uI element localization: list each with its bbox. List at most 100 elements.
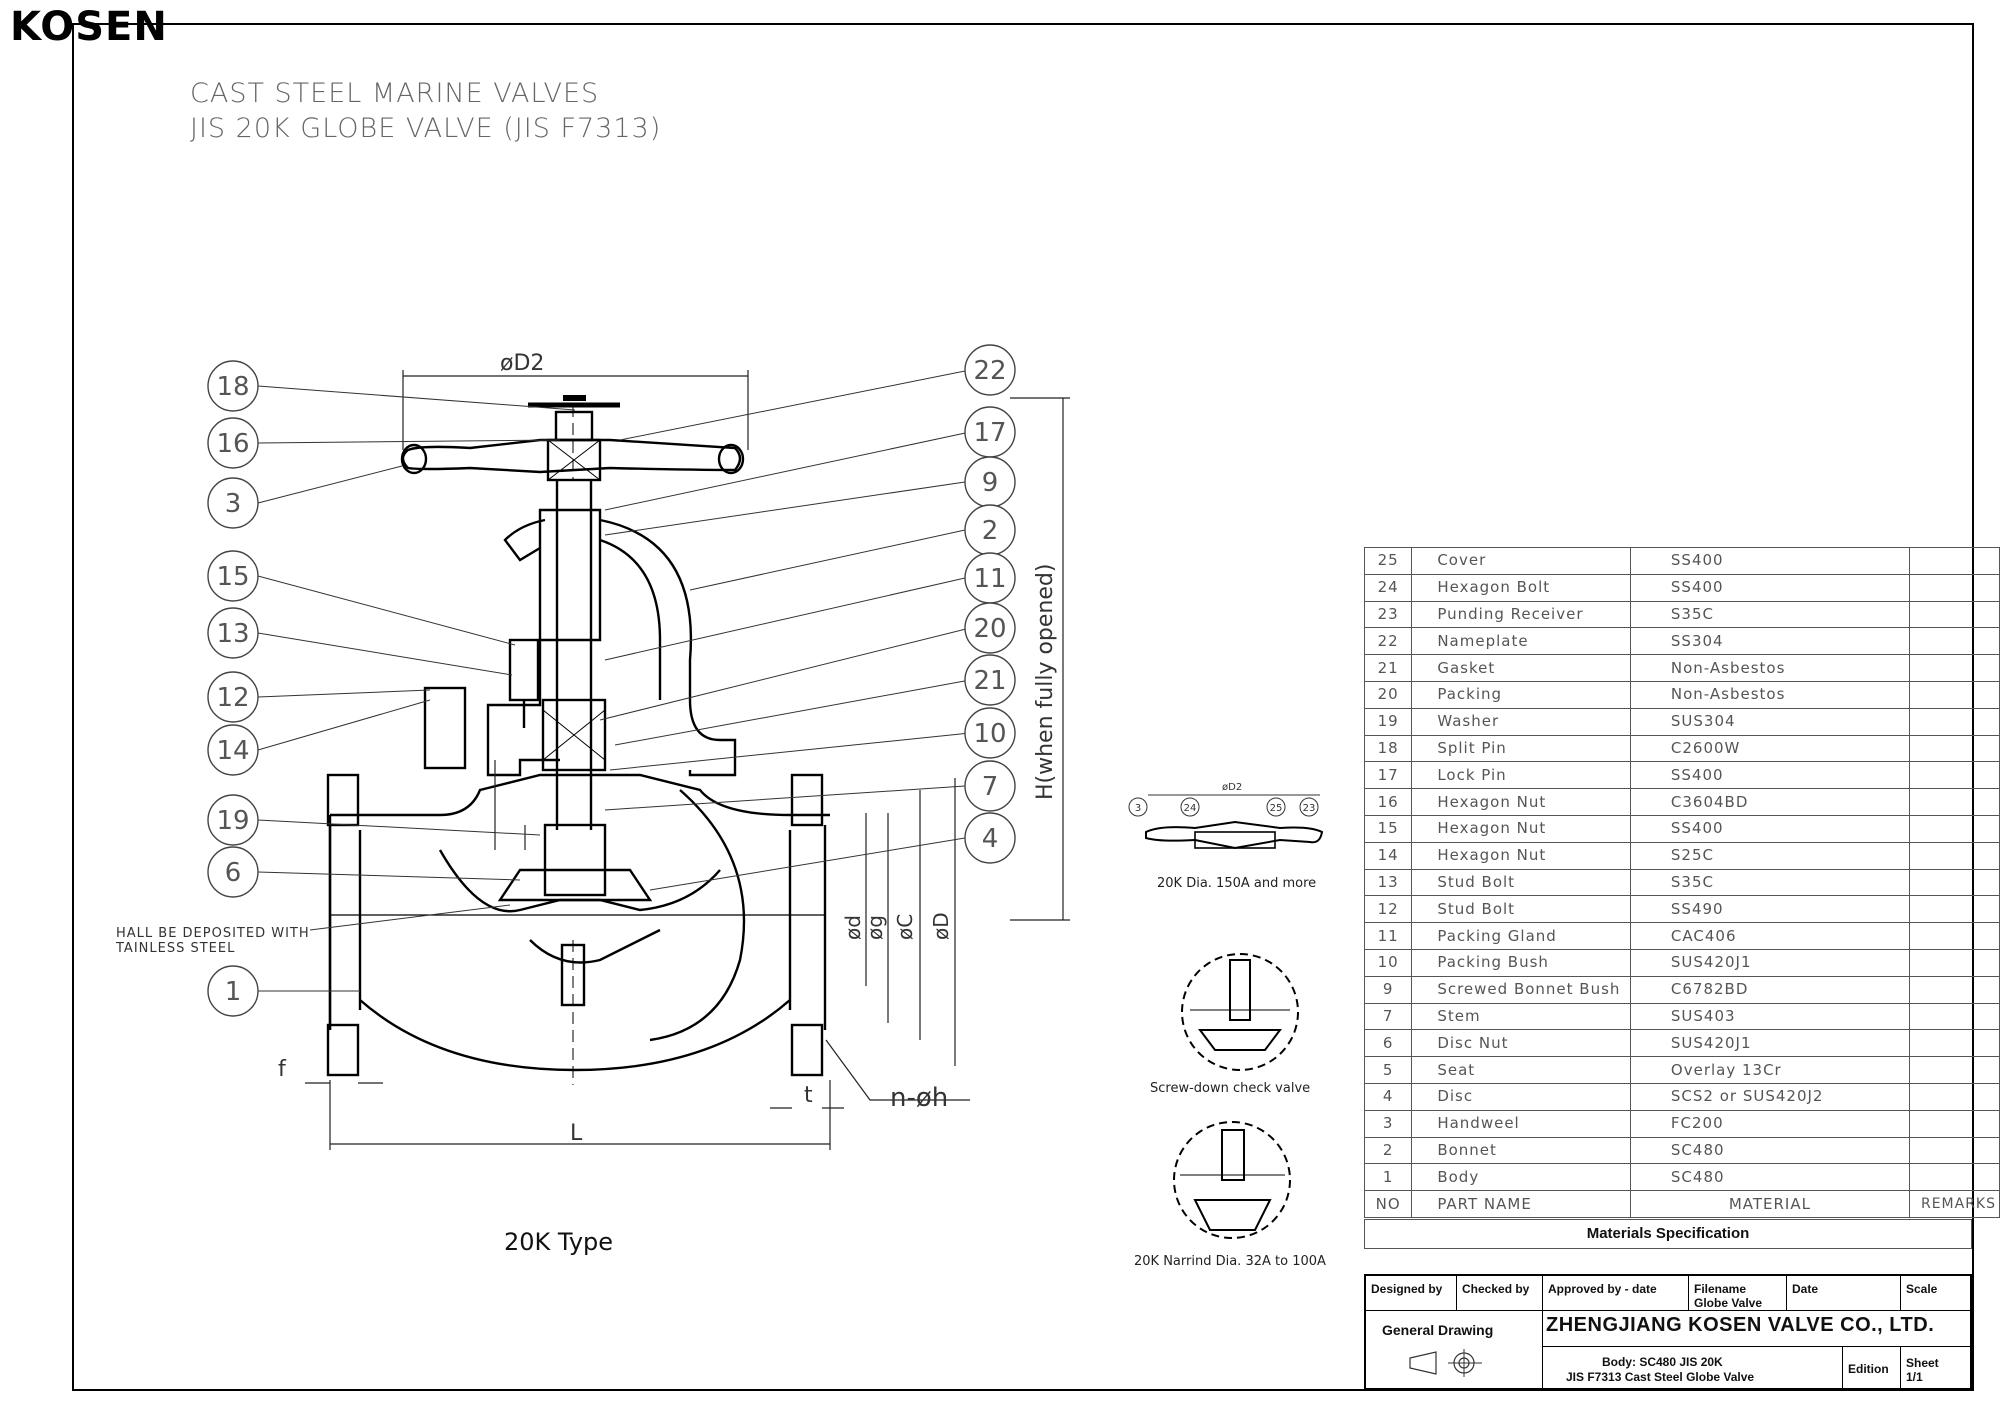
part-remarks xyxy=(1908,627,2000,656)
part-remarks xyxy=(1908,600,2000,629)
part-material: C2600W xyxy=(1629,734,1910,763)
part-remarks xyxy=(1908,948,2000,977)
part-material: CAC406 xyxy=(1629,922,1910,950)
caption-handwheel: 20K Dia. 150A and more xyxy=(1157,876,1317,891)
part-name: Bonnet xyxy=(1411,1136,1631,1165)
part-number: 1 xyxy=(1363,1163,1413,1192)
part-number: 12 xyxy=(1363,895,1413,924)
part-name: Hexagon Bolt xyxy=(1411,573,1631,602)
part-remarks xyxy=(1908,734,2000,763)
balloon-17: 17 xyxy=(973,418,1006,448)
part-name: Packing Bush xyxy=(1411,948,1631,977)
part-remarks xyxy=(1908,1056,2000,1084)
part-number: 15 xyxy=(1363,814,1413,843)
part-material: SC480 xyxy=(1629,1136,1910,1165)
part-material: S25C xyxy=(1629,841,1910,870)
part-name: Stud Bolt xyxy=(1411,868,1631,897)
part-name: Cover xyxy=(1411,547,1631,575)
part-material: SC480 xyxy=(1629,1163,1910,1192)
part-remarks xyxy=(1908,1109,2000,1138)
part-remarks xyxy=(1908,922,2000,950)
balloons-left: 18 16 3 15 13 12 14 19 6 1 xyxy=(207,360,259,1017)
part-remarks xyxy=(1908,547,2000,575)
part-material: S35C xyxy=(1629,868,1910,897)
header-part-name: PART NAME xyxy=(1411,1190,1631,1218)
balloon-12: 12 xyxy=(216,683,249,713)
part-remarks xyxy=(1908,761,2000,790)
part-number: 13 xyxy=(1363,868,1413,897)
type-label: 20K Type xyxy=(504,1228,614,1256)
filename-label: Filename xyxy=(1694,1282,1747,1296)
dim-bolts-label: n-øh xyxy=(890,1083,948,1113)
part-material: C3604BD xyxy=(1629,788,1910,816)
projection-symbol-icon xyxy=(1409,1349,1482,1377)
detail-narrow-view xyxy=(1173,1121,1291,1239)
part-remarks xyxy=(1908,788,2000,816)
caption-check: Screw-down check valve xyxy=(1150,1081,1311,1096)
part-material: SUS304 xyxy=(1629,707,1910,736)
part-material: SS400 xyxy=(1629,547,1910,575)
materials-spec-title: Materials Specification xyxy=(1364,1219,1972,1249)
detail-balloon-24: 24 xyxy=(1184,803,1197,814)
dim-f-label: f xyxy=(278,1057,287,1082)
balloon-18: 18 xyxy=(216,372,249,402)
part-name: Stud Bolt xyxy=(1411,895,1631,924)
part-number: 5 xyxy=(1363,1056,1413,1084)
part-number: 20 xyxy=(1363,680,1413,709)
detail-balloon-25: 25 xyxy=(1270,803,1283,814)
body-spec-line: Body: SC480 JIS 20K xyxy=(1602,1355,1723,1369)
edition-label: Edition xyxy=(1848,1362,1889,1376)
part-material: S35C xyxy=(1629,600,1910,629)
kosen-logo: KOSEN xyxy=(10,4,168,50)
part-number: 6 xyxy=(1363,1029,1413,1058)
header-remarks: REMARKS xyxy=(1908,1190,2000,1218)
part-number: 14 xyxy=(1363,841,1413,870)
designed-by-label: Designed by xyxy=(1371,1282,1443,1296)
part-name: Body xyxy=(1411,1163,1631,1192)
part-remarks xyxy=(1908,680,2000,709)
part-number: 4 xyxy=(1363,1082,1413,1111)
part-remarks xyxy=(1908,1082,2000,1111)
balloons-right: 22 17 9 2 11 20 21 10 7 4 xyxy=(964,344,1016,864)
dim-t-label: t xyxy=(804,1083,813,1108)
part-name: Lock Pin xyxy=(1411,761,1631,790)
part-remarks xyxy=(1908,1163,2000,1192)
part-material: Overlay 13Cr xyxy=(1629,1056,1910,1084)
balloon-10: 10 xyxy=(973,719,1006,749)
part-name: Hexagon Nut xyxy=(1411,788,1631,816)
part-number: 17 xyxy=(1363,761,1413,790)
part-material: FC200 xyxy=(1629,1109,1910,1138)
detail-balloon-23: 23 xyxy=(1303,803,1316,814)
part-material: SS304 xyxy=(1629,627,1910,656)
balloon-15: 15 xyxy=(216,562,249,592)
balloon-19: 19 xyxy=(216,806,249,836)
sheet-value: 1/1 xyxy=(1906,1370,1923,1384)
dim-l-label: L xyxy=(570,1121,583,1146)
part-number: 23 xyxy=(1363,600,1413,629)
part-number: 3 xyxy=(1363,1109,1413,1138)
description-line: JIS F7313 Cast Steel Globe Valve xyxy=(1566,1370,1755,1384)
balloon-6: 6 xyxy=(225,858,242,888)
dim-h-label: H(when fully opened) xyxy=(1033,564,1058,800)
surface-note: HALL BE DEPOSITED WITH TAINLESS STEEL xyxy=(116,926,310,956)
part-material: SS400 xyxy=(1629,573,1910,602)
part-number: 16 xyxy=(1363,788,1413,816)
part-remarks xyxy=(1908,573,2000,602)
detail-balloon-3: 3 xyxy=(1135,803,1141,814)
part-name: Disc xyxy=(1411,1082,1631,1111)
part-material: SUS420J1 xyxy=(1629,948,1910,977)
title-block: Designed by Checked by Approved by - dat… xyxy=(1364,1274,1972,1390)
